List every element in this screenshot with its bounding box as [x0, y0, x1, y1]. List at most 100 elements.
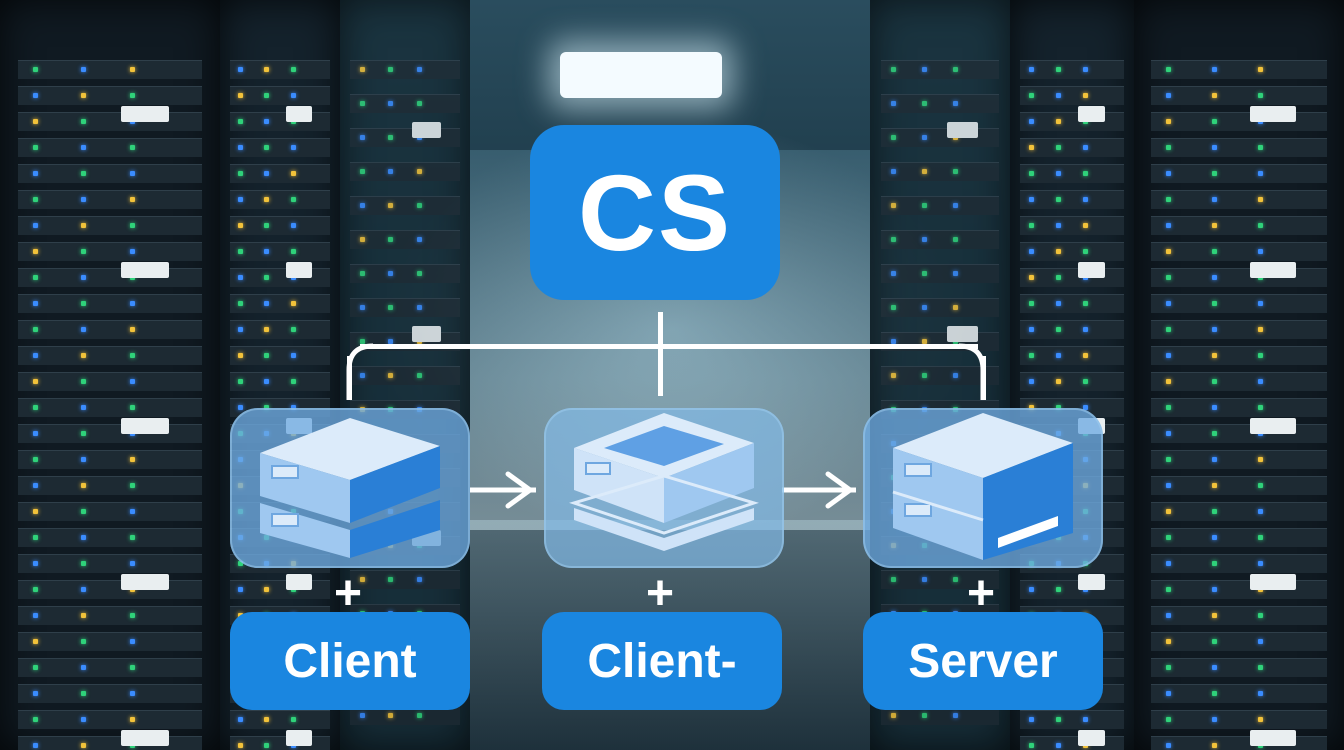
status-led — [81, 249, 86, 254]
status-led — [81, 353, 86, 358]
status-led — [1258, 145, 1263, 150]
status-led — [1258, 639, 1263, 644]
rack-slot — [881, 570, 999, 589]
status-led — [1212, 587, 1217, 592]
rack-slot — [17, 476, 203, 495]
status-led — [953, 101, 958, 106]
rack-slot — [17, 606, 203, 625]
rack-label-plate — [286, 574, 312, 590]
status-led — [1029, 145, 1034, 150]
server-unit-icon — [892, 413, 1073, 560]
status-led — [1056, 93, 1061, 98]
status-led — [1056, 379, 1061, 384]
status-led — [33, 171, 38, 176]
status-led — [1083, 145, 1088, 150]
status-led — [360, 373, 365, 378]
status-led — [1029, 587, 1034, 592]
status-led — [891, 101, 896, 106]
status-led — [953, 67, 958, 72]
status-led — [81, 743, 86, 748]
rack-slot — [17, 658, 203, 677]
status-led — [1083, 327, 1088, 332]
status-led — [388, 135, 393, 140]
node-label-server: Server — [863, 612, 1103, 710]
status-led — [1258, 483, 1263, 488]
rack-slot — [1019, 346, 1125, 365]
status-led — [1212, 301, 1217, 306]
status-led — [1166, 561, 1171, 566]
status-led — [81, 145, 86, 150]
rack-slot — [1150, 398, 1328, 417]
status-led — [264, 249, 269, 254]
rack-label-plate — [1250, 418, 1296, 434]
status-led — [1029, 301, 1034, 306]
status-led — [238, 197, 243, 202]
status-led — [1056, 743, 1061, 748]
status-led — [238, 327, 243, 332]
rack-slot — [1019, 216, 1125, 235]
rack-label-plate — [121, 418, 169, 434]
status-led — [1056, 67, 1061, 72]
status-led — [1212, 691, 1217, 696]
status-led — [1029, 249, 1034, 254]
status-led — [291, 353, 296, 358]
status-led — [130, 535, 135, 540]
status-led — [291, 327, 296, 332]
status-led — [130, 691, 135, 696]
rack-slot — [17, 554, 203, 573]
status-led — [1166, 93, 1171, 98]
status-led — [1258, 405, 1263, 410]
rack-slot — [17, 190, 203, 209]
rack-slot — [17, 242, 203, 261]
status-led — [360, 237, 365, 242]
plus-icon-server: + — [967, 567, 996, 620]
status-led — [891, 373, 896, 378]
status-led — [33, 327, 38, 332]
rack-label-plate — [947, 326, 978, 342]
status-led — [1056, 717, 1061, 722]
status-led — [1029, 717, 1034, 722]
status-led — [1056, 119, 1061, 124]
status-led — [130, 301, 135, 306]
status-led — [238, 717, 243, 722]
status-led — [81, 171, 86, 176]
rack-slot — [350, 196, 460, 215]
status-led — [264, 301, 269, 306]
status-led — [81, 223, 86, 228]
status-led — [238, 145, 243, 150]
status-led — [1166, 197, 1171, 202]
status-led — [264, 717, 269, 722]
status-led — [360, 203, 365, 208]
status-led — [33, 613, 38, 618]
status-led — [1212, 717, 1217, 722]
rack-slot — [17, 320, 203, 339]
status-led — [1083, 717, 1088, 722]
status-led — [238, 223, 243, 228]
rack-slot — [881, 60, 999, 79]
rack-label-plate — [121, 574, 169, 590]
status-led — [81, 67, 86, 72]
rack-slot — [1150, 502, 1328, 521]
rack-slot — [17, 86, 203, 105]
status-led — [81, 535, 86, 540]
rack-slot — [17, 450, 203, 469]
server-rack-right-front — [1134, 0, 1344, 750]
status-led — [1083, 405, 1088, 410]
rack-slot — [1150, 554, 1328, 573]
status-led — [1166, 535, 1171, 540]
status-led — [1056, 327, 1061, 332]
status-led — [922, 135, 927, 140]
status-led — [922, 577, 927, 582]
status-led — [417, 67, 422, 72]
status-led — [891, 169, 896, 174]
title-badge: CS — [530, 125, 780, 300]
rack-slot — [1150, 450, 1328, 469]
status-led — [953, 169, 958, 174]
node-label-server-text: Server — [908, 634, 1058, 688]
status-led — [81, 483, 86, 488]
rack-slot — [229, 346, 331, 365]
rack-slot — [1150, 658, 1328, 677]
status-led — [81, 327, 86, 332]
rack-slot — [1150, 606, 1328, 625]
status-led — [264, 197, 269, 202]
